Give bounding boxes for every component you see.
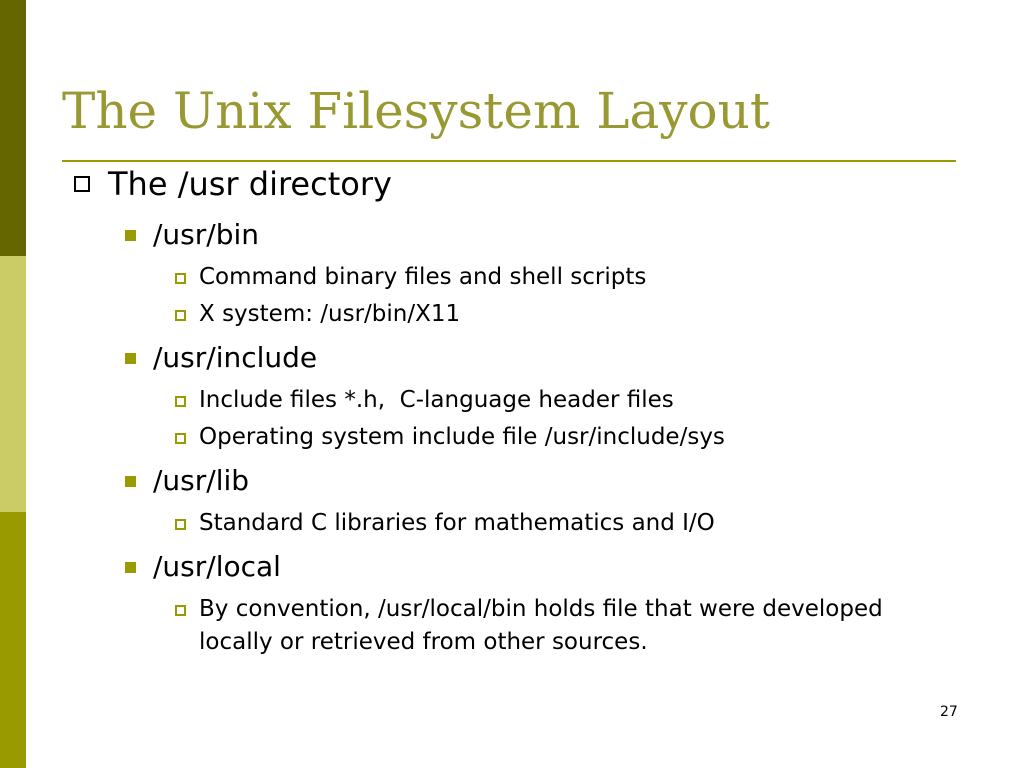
section-usr-local: /usr/local bbox=[125, 550, 972, 584]
list-item: Operating system include file /usr/inclu… bbox=[175, 421, 972, 454]
list-item-text: X system: /usr/bin/X11 bbox=[199, 301, 461, 327]
section-label: /usr/bin bbox=[153, 218, 260, 251]
list-item: Include files *.h, C-language header fil… bbox=[175, 384, 972, 417]
list-item: By convention, /usr/local/bin holds file… bbox=[175, 593, 919, 659]
slide-content: The /usr directory /usr/bin Command bina… bbox=[72, 160, 972, 659]
section-label: /usr/lib bbox=[153, 464, 250, 497]
list-item-text: Standard C libraries for mathematics and… bbox=[199, 510, 715, 536]
list-item-text: Operating system include file /usr/inclu… bbox=[199, 424, 725, 450]
hollow-square-icon bbox=[175, 605, 186, 616]
section-label: /usr/include bbox=[153, 341, 318, 374]
side-band-bottom bbox=[0, 512, 26, 768]
section-usr-include: /usr/include bbox=[125, 341, 972, 375]
hollow-square-icon bbox=[175, 273, 186, 284]
hollow-square-icon bbox=[74, 176, 90, 192]
page-number: 27 bbox=[940, 704, 958, 720]
bullet-heading-text: The /usr directory bbox=[108, 165, 392, 203]
section-usr-lib: /usr/lib bbox=[125, 464, 972, 498]
filled-square-icon bbox=[125, 230, 136, 241]
side-band-middle bbox=[0, 256, 26, 512]
filled-square-icon bbox=[125, 476, 136, 487]
list-item: Standard C libraries for mathematics and… bbox=[175, 507, 972, 540]
filled-square-icon bbox=[125, 562, 136, 573]
hollow-square-icon bbox=[175, 433, 186, 444]
title-underline bbox=[62, 160, 956, 162]
list-item-text: Include files *.h, C-language header fil… bbox=[199, 387, 674, 413]
section-usr-bin: /usr/bin bbox=[125, 218, 972, 252]
filled-square-icon bbox=[125, 353, 136, 364]
list-item: Command binary files and shell scripts bbox=[175, 261, 972, 294]
list-item: X system: /usr/bin/X11 bbox=[175, 298, 972, 331]
list-item-text: By convention, /usr/local/bin holds file… bbox=[199, 596, 883, 655]
slide-title: The Unix Filesystem Layout bbox=[62, 82, 770, 140]
bullet-heading: The /usr directory bbox=[72, 160, 972, 208]
hollow-square-icon bbox=[175, 396, 186, 407]
section-label: /usr/local bbox=[153, 550, 281, 583]
side-band-top bbox=[0, 0, 26, 256]
hollow-square-icon bbox=[175, 310, 186, 321]
list-item-text: Command binary files and shell scripts bbox=[199, 264, 647, 290]
hollow-square-icon bbox=[175, 519, 186, 530]
